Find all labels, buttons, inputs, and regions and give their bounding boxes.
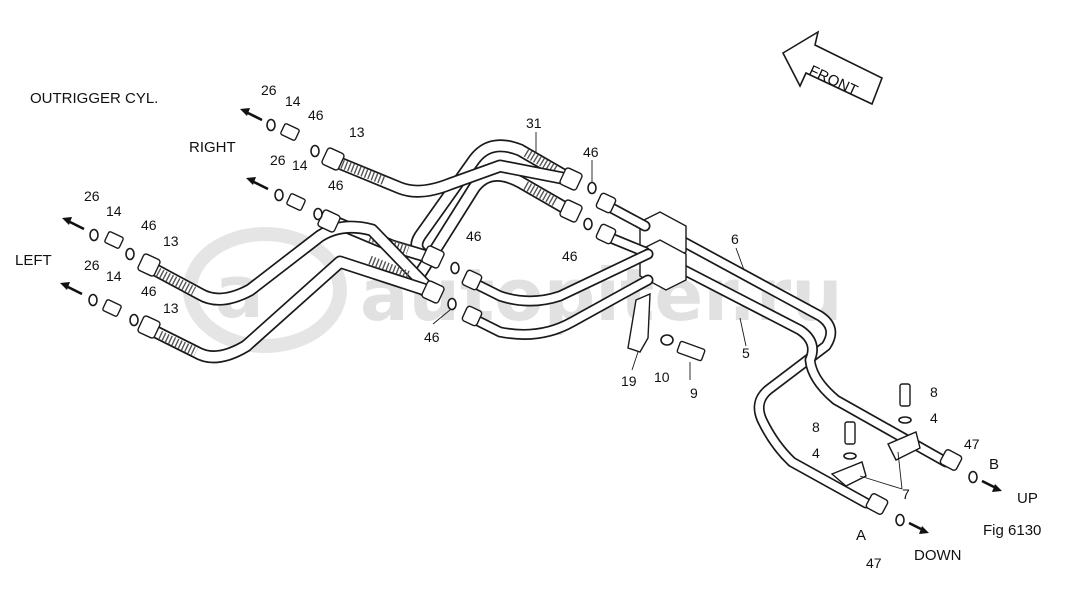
port-a-label: A bbox=[856, 527, 866, 544]
fasteners bbox=[627, 292, 912, 460]
callouts: 26 14 46 13 26 14 46 26 14 46 13 26 14 4… bbox=[84, 82, 980, 571]
callout-46: 46 bbox=[308, 107, 324, 123]
callout-4: 4 bbox=[812, 445, 820, 461]
callout-47: 47 bbox=[964, 436, 980, 452]
up-label: UP bbox=[1017, 490, 1038, 507]
callout-47: 47 bbox=[866, 555, 882, 571]
callout-46: 46 bbox=[141, 217, 157, 233]
callout-13: 13 bbox=[163, 233, 179, 249]
callout-46: 46 bbox=[583, 144, 599, 160]
callout-14: 14 bbox=[292, 157, 308, 173]
figure-number: Fig 6130 bbox=[983, 522, 1041, 539]
callout-46: 46 bbox=[328, 177, 344, 193]
down-label: DOWN bbox=[914, 547, 962, 564]
middle-pipes bbox=[466, 248, 654, 340]
callout-4: 4 bbox=[930, 410, 938, 426]
callout-26: 26 bbox=[270, 152, 286, 168]
callout-14: 14 bbox=[106, 203, 122, 219]
callout-19: 19 bbox=[621, 373, 637, 389]
callout-13: 13 bbox=[349, 124, 365, 140]
callout-46: 46 bbox=[424, 329, 440, 345]
figure-title: OUTRIGGER CYL. bbox=[30, 90, 158, 107]
callout-8: 8 bbox=[812, 419, 820, 435]
callout-26: 26 bbox=[261, 82, 277, 98]
callout-26: 26 bbox=[84, 188, 100, 204]
left-label: LEFT bbox=[15, 252, 52, 269]
adapters-14 bbox=[102, 123, 306, 317]
leader-lines bbox=[432, 132, 903, 490]
callout-46: 46 bbox=[141, 283, 157, 299]
port-b-label: B bbox=[989, 456, 999, 473]
callout-13: 13 bbox=[163, 300, 179, 316]
port-fittings bbox=[865, 449, 963, 515]
hose-fittings bbox=[137, 147, 617, 339]
right-label: RIGHT bbox=[189, 139, 236, 156]
callout-14: 14 bbox=[106, 268, 122, 284]
callout-9: 9 bbox=[690, 385, 698, 401]
callout-8: 8 bbox=[930, 384, 938, 400]
callout-14: 14 bbox=[285, 93, 301, 109]
clamps-7 bbox=[830, 431, 921, 487]
callout-7: 7 bbox=[902, 486, 910, 502]
steel-pipes bbox=[674, 234, 952, 509]
flow-arrows bbox=[60, 108, 1002, 534]
callout-46: 46 bbox=[562, 248, 578, 264]
callout-5: 5 bbox=[742, 345, 750, 361]
callout-26: 26 bbox=[84, 257, 100, 273]
o-rings bbox=[88, 118, 978, 527]
callout-10: 10 bbox=[654, 369, 670, 385]
callout-31: 31 bbox=[526, 115, 542, 131]
front-arrow-icon: FRONT bbox=[781, 30, 884, 106]
callout-6: 6 bbox=[731, 231, 739, 247]
callout-46: 46 bbox=[466, 228, 482, 244]
hoses-13 bbox=[141, 153, 579, 364]
